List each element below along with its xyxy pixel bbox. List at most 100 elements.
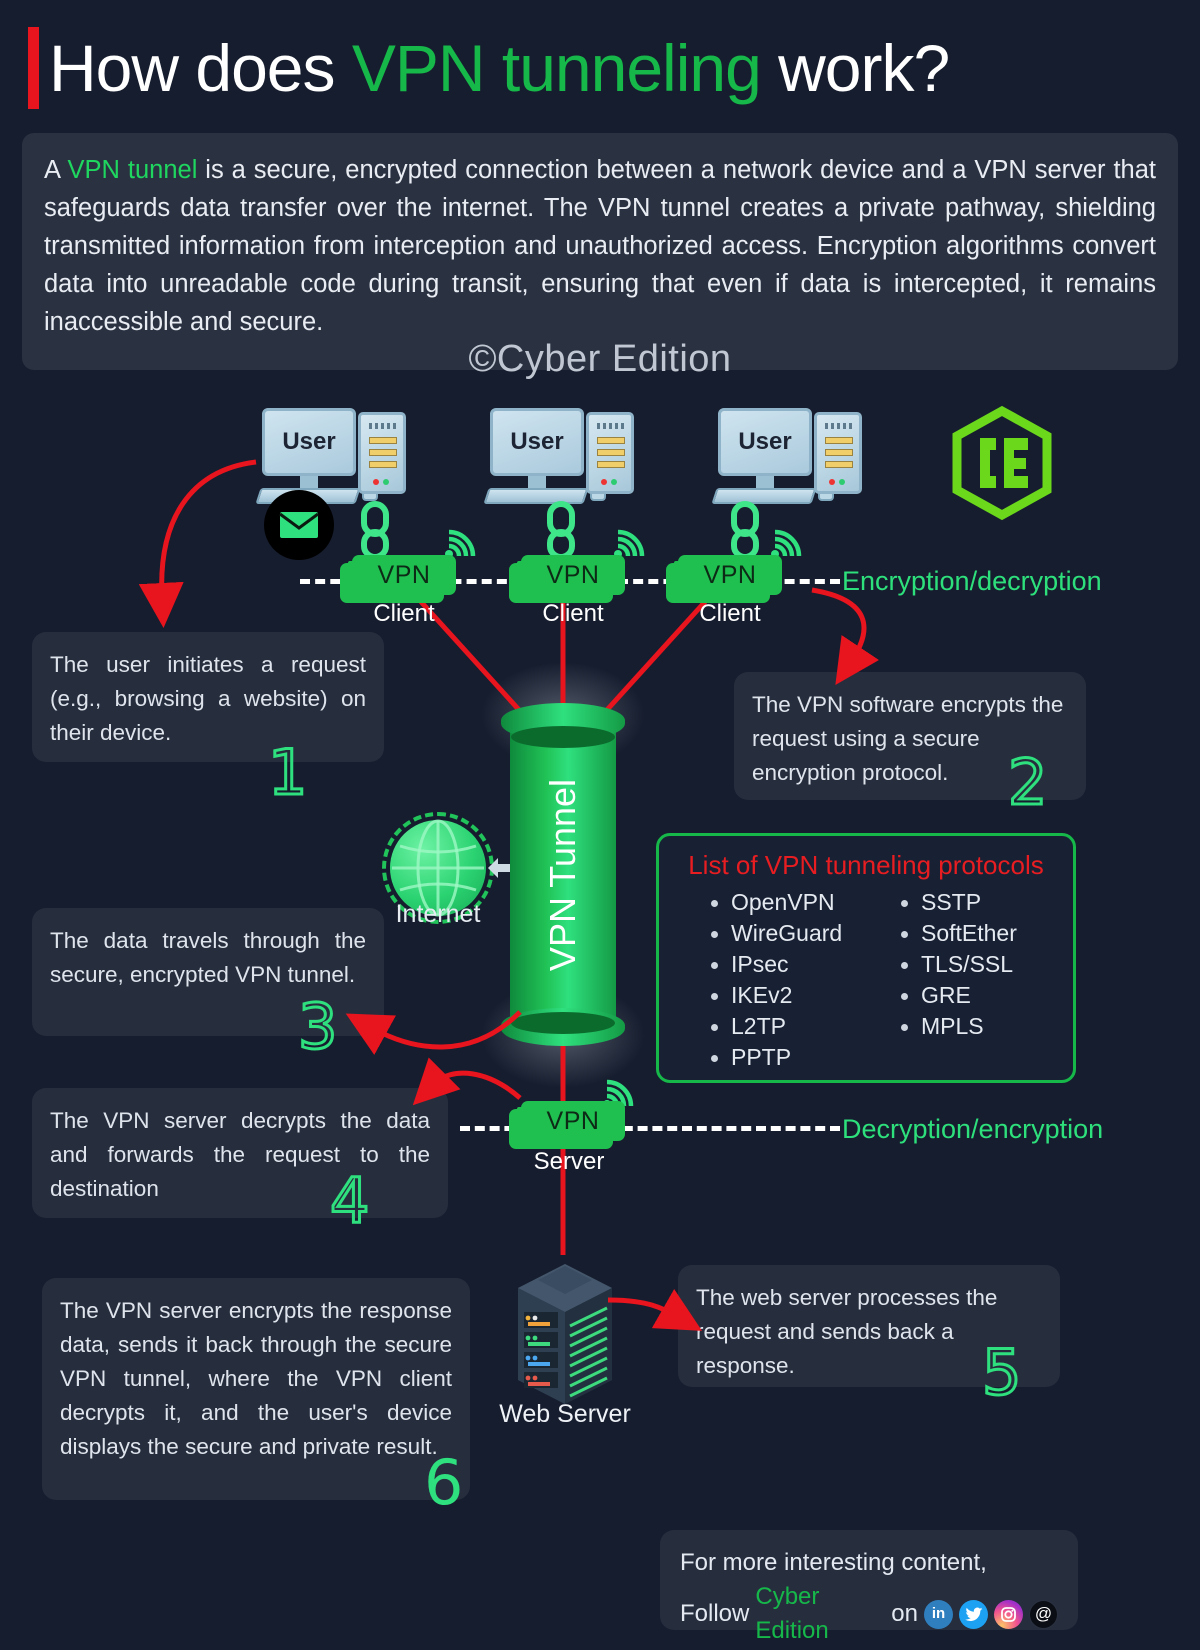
cyber-edition-logo-icon xyxy=(952,405,1052,521)
tower-bay-3a xyxy=(825,437,853,444)
threads-icon[interactable]: @ xyxy=(1029,1599,1058,1629)
monitor-stand-1 xyxy=(300,476,318,488)
monitor-stand-3 xyxy=(756,476,774,488)
tower-led-red-3 xyxy=(829,479,835,485)
tower-led-red-1 xyxy=(373,479,379,485)
decryption-boundary-line xyxy=(460,1126,840,1131)
intro-lead: A xyxy=(44,156,68,184)
protocol-item: MPLS xyxy=(899,1011,1017,1042)
vpn-server-role: Server xyxy=(533,1148,605,1175)
vpn-client-box-2[interactable]: VPN xyxy=(509,555,625,603)
monitor-2: User xyxy=(490,408,584,476)
tower-led-green-1 xyxy=(383,479,389,485)
tower-bay-1b xyxy=(369,449,397,456)
protocols-columns: OpenVPN WireGuard IPsec IKEv2 L2TP PPTP … xyxy=(669,887,1063,1073)
workstation-2: User xyxy=(483,408,640,508)
tower-bay-2a xyxy=(597,437,625,444)
protocol-item: TLS/SSL xyxy=(899,949,1017,980)
title-part-2: work? xyxy=(760,31,950,105)
user-label-1: User xyxy=(282,428,336,455)
step-3-text: The data travels through the secure, enc… xyxy=(50,928,366,987)
vpn-server-box[interactable]: VPN xyxy=(509,1101,625,1149)
vpn-client-label-1: VPN xyxy=(377,560,431,589)
tower-led-red-2 xyxy=(601,479,607,485)
protocol-item: GRE xyxy=(899,980,1017,1011)
tower-led-green-3 xyxy=(839,479,845,485)
tower-vents-1 xyxy=(369,423,397,429)
linkedin-icon[interactable]: in xyxy=(924,1599,953,1629)
footer-line-2: Follow Cyber Edition on in @ xyxy=(680,1580,1058,1648)
pc-tower-3 xyxy=(814,412,862,494)
vpn-client-box-3[interactable]: VPN xyxy=(666,555,782,603)
vpn-client-box-1[interactable]: VPN xyxy=(340,555,456,603)
page-header: How does VPN tunneling work? xyxy=(0,18,1200,118)
tower-bay-2b xyxy=(597,449,625,456)
vpn-tunnel-body xyxy=(510,715,616,1035)
vpn-client-label-2: VPN xyxy=(546,560,600,589)
step-1-text: The user initiates a request (e.g., brow… xyxy=(50,652,366,745)
tunnel-inner-ring-top xyxy=(511,726,615,748)
protocol-item: IPsec xyxy=(709,949,899,980)
tower-vents-2 xyxy=(597,423,625,429)
title-highlight: VPN tunneling xyxy=(351,31,762,105)
monitor-3: User xyxy=(718,408,812,476)
protocol-item: L2TP xyxy=(709,1011,899,1042)
page-title: How does VPN tunneling work? xyxy=(49,35,950,101)
step-5-card: The web server processes the request and… xyxy=(678,1265,1060,1387)
intro-highlight: VPN tunnel xyxy=(67,156,198,184)
tower-bay-2c xyxy=(597,461,625,468)
step-3-card: The data travels through the secure, enc… xyxy=(32,908,384,1036)
watermark: ©Cyber Edition xyxy=(468,338,732,380)
step-2-text: The VPN software encrypts the request us… xyxy=(752,692,1064,785)
vpn-client-label-3: VPN xyxy=(703,560,757,589)
instagram-icon[interactable] xyxy=(994,1599,1023,1629)
footer-follow-text: Follow xyxy=(680,1600,750,1627)
intro-paragraph: A VPN tunnel is a secure, encrypted conn… xyxy=(44,151,1156,341)
internet-label: Internet xyxy=(395,900,481,928)
tunnel-inner-ring-bottom xyxy=(511,1012,615,1034)
step-4-card: The VPN server decrypts the data and for… xyxy=(32,1088,448,1218)
pc-tower-1 xyxy=(358,412,406,494)
protocols-column-right: SSTP SoftEther TLS/SSL GRE MPLS xyxy=(899,887,1017,1073)
encryption-label: Encryption/decryption xyxy=(842,566,1102,596)
tower-bay-1c xyxy=(369,461,397,468)
workstation-3: User xyxy=(711,408,868,508)
title-part-1: How does xyxy=(49,31,352,105)
step-2-card: The VPN software encrypts the request us… xyxy=(734,672,1086,800)
vpn-server-label: VPN xyxy=(546,1106,600,1135)
protocol-item: IKEv2 xyxy=(709,980,899,1011)
protocol-item: PPTP xyxy=(709,1042,899,1073)
pc-tower-2 xyxy=(586,412,634,494)
step-6-text: The VPN server encrypts the response dat… xyxy=(60,1298,452,1459)
protocol-item: OpenVPN xyxy=(709,887,899,918)
tower-bay-1a xyxy=(369,437,397,444)
protocol-item: SoftEther xyxy=(899,918,1017,949)
step-4-text: The VPN server decrypts the data and for… xyxy=(50,1108,430,1201)
step-6-card: The VPN server encrypts the response dat… xyxy=(42,1278,470,1500)
email-badge xyxy=(264,490,334,560)
web-server-icon xyxy=(510,1250,620,1410)
step-1-card: The user initiates a request (e.g., brow… xyxy=(32,632,384,762)
vpn-client-role-2: Client xyxy=(542,600,604,627)
monitor-1: User xyxy=(262,408,356,476)
monitor-stand-2 xyxy=(528,476,546,488)
protocols-panel: List of VPN tunneling protocols OpenVPN … xyxy=(656,833,1076,1083)
decryption-label: Decryption/encryption xyxy=(842,1114,1104,1144)
intro-panel: A VPN tunnel is a secure, encrypted conn… xyxy=(22,133,1178,370)
protocol-item: WireGuard xyxy=(709,918,899,949)
protocols-title: List of VPN tunneling protocols xyxy=(688,850,1044,880)
envelope-icon xyxy=(279,512,319,538)
vpn-client-role-1: Client xyxy=(373,600,435,627)
internet-globe-icon xyxy=(390,819,486,917)
footer-on-text: on xyxy=(891,1600,918,1627)
tower-bay-3c xyxy=(825,461,853,468)
footer-cta: For more interesting content, Follow Cyb… xyxy=(660,1530,1078,1644)
tower-vents-3 xyxy=(825,423,853,429)
twitter-icon[interactable] xyxy=(959,1599,988,1629)
web-server-label: Web Server xyxy=(499,1400,631,1428)
protocols-column-left: OpenVPN WireGuard IPsec IKEv2 L2TP PPTP xyxy=(709,887,899,1073)
tower-bay-3b xyxy=(825,449,853,456)
